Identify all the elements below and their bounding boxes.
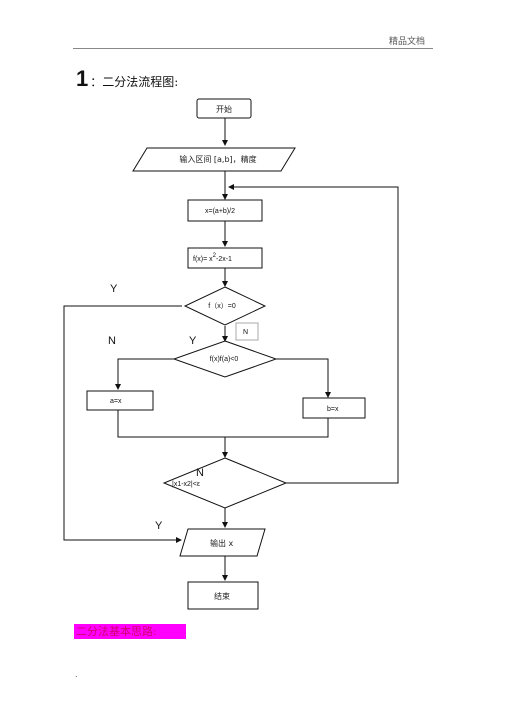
edge-prec-loop <box>228 184 399 484</box>
document-header-tag: 精品文档 <box>388 37 425 47</box>
cond-zero-node <box>183 286 267 326</box>
output-node <box>179 528 266 557</box>
edge-a-merge <box>117 410 329 438</box>
edge-sign-left <box>115 358 175 390</box>
assign-b-node <box>302 397 366 419</box>
label-yes-prec: Y <box>155 520 163 532</box>
end-label: 结束 <box>214 591 230 601</box>
input-node <box>132 147 296 172</box>
assign-b-label: b=x <box>327 406 339 413</box>
n-box-label: N <box>243 329 248 336</box>
header-divider <box>73 48 433 49</box>
label-yes-zero: Y <box>110 283 118 295</box>
n-box <box>235 322 259 341</box>
cond-prec-node <box>162 457 288 509</box>
label-no-left: N <box>108 335 116 347</box>
cond-sign-node <box>172 340 278 378</box>
step-f-node <box>187 247 263 269</box>
heading-text: ：二分法流程图: <box>90 75 179 89</box>
label-yes-sign: Y <box>189 335 197 347</box>
heading-number: 1 <box>76 66 89 91</box>
label-no-prec: N <box>196 467 204 479</box>
assign-a-label: a=x <box>110 398 122 405</box>
footer-dot: . <box>75 670 78 679</box>
cond-prec-label: |x1-x2|<ε <box>172 481 200 488</box>
step-mid-label: x=(a+b)/2 <box>205 208 235 215</box>
start-node <box>196 98 252 119</box>
step-f-label: f(x)= x2-2x-1 <box>193 253 232 263</box>
edge-zero-yes <box>63 305 182 543</box>
subheading-highlight: 二分法基本思路: <box>74 624 186 639</box>
cond-sign-label: f(x)f(a)<0 <box>210 356 239 363</box>
cond-zero-label: f（x）=0 <box>208 302 236 310</box>
step-mid-node <box>187 199 263 222</box>
start-label: 开始 <box>216 104 232 114</box>
end-node <box>187 581 259 610</box>
input-label: 输入区间 [a,b]，精度 <box>179 154 256 164</box>
assign-a-node <box>86 390 154 411</box>
output-label: 输出 x <box>210 538 234 548</box>
edge-sign-right <box>275 358 331 398</box>
section-heading: 1 ：二分法流程图: <box>76 66 178 92</box>
